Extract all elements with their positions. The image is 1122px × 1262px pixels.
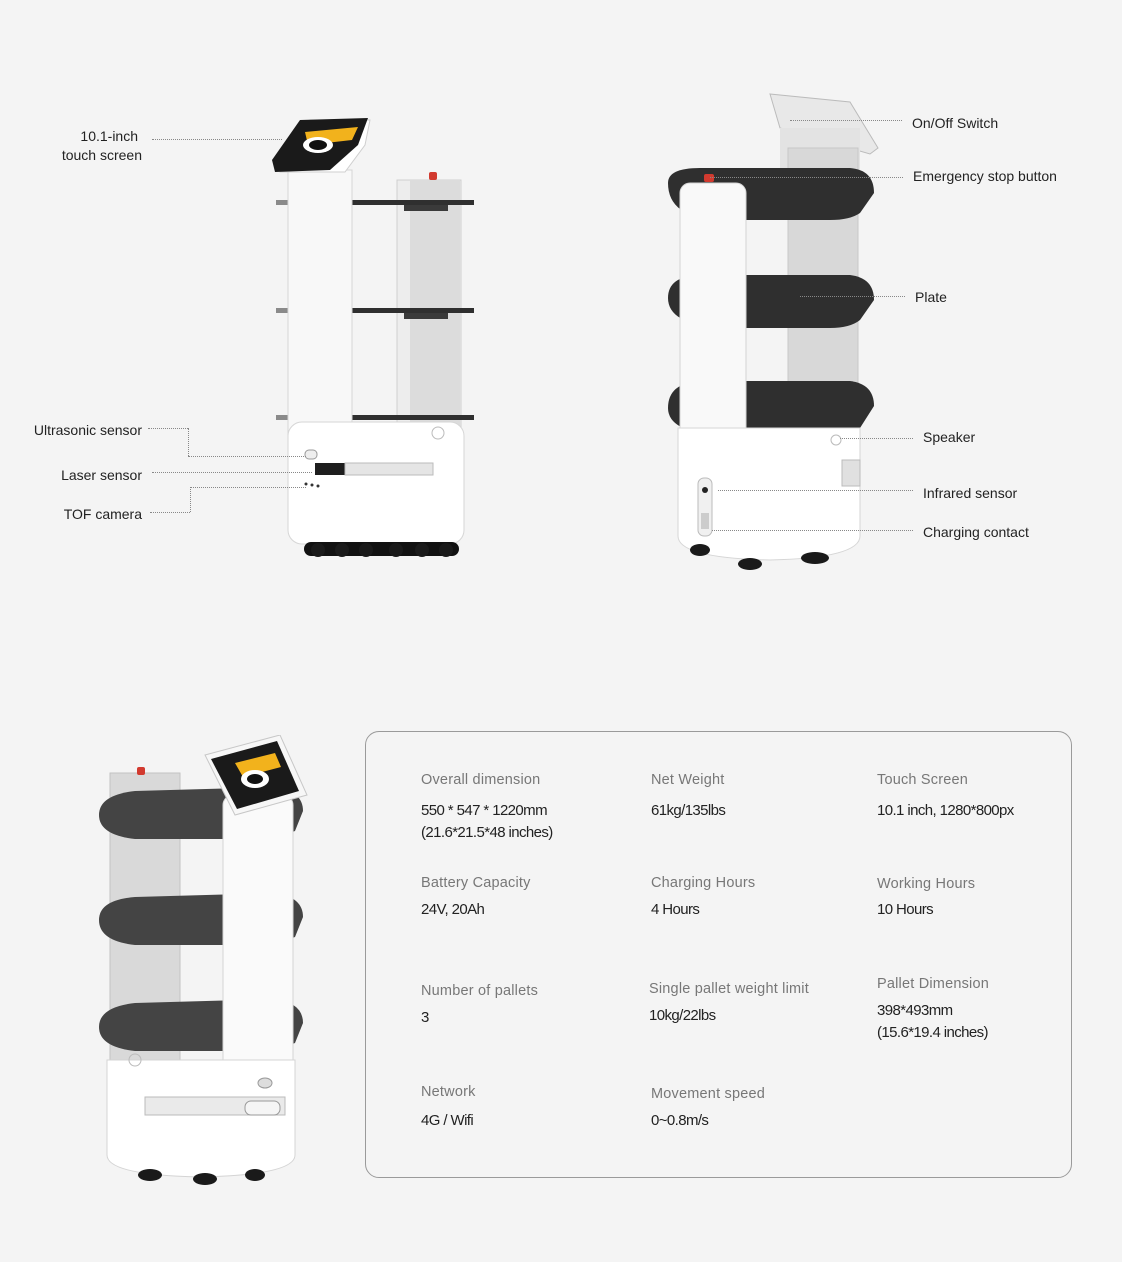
spec-touch-screen: Touch Screen 10.1 inch, 1280*800px xyxy=(877,772,1014,822)
on-off-switch-leader xyxy=(790,120,902,121)
spec-label: Single pallet weight limit xyxy=(649,981,809,997)
speaker-leader xyxy=(840,438,913,439)
touch-screen-label-line1: 10.1-inch xyxy=(80,128,138,144)
ultrasonic-sensor-label: Ultrasonic sensor xyxy=(33,422,142,438)
touch-screen-label: 10.1-inch xyxy=(30,127,138,146)
spec-single-pallet-weight-limit: Single pallet weight limit 10kg/22lbs xyxy=(649,981,809,1027)
ultrasonic-sensor-leader xyxy=(148,428,188,429)
spec-net-weight: Net Weight 61kg/135lbs xyxy=(651,772,726,822)
specifications-panel xyxy=(365,731,1072,1178)
emergency-stop-leader xyxy=(710,177,903,178)
laser-sensor-leader xyxy=(152,472,312,473)
spec-label: Number of pallets xyxy=(421,983,539,999)
spec-value: 10kg/22lbs xyxy=(649,1007,716,1024)
spec-value: 10 Hours xyxy=(877,901,934,918)
tray-middle xyxy=(352,308,474,313)
plate-label: Plate xyxy=(915,289,947,305)
ultrasonic-sensor xyxy=(304,449,318,460)
spec-label: Pallet Dimension xyxy=(877,976,989,992)
tray-bottom xyxy=(352,415,474,420)
spec-working-hours: Working Hours 10 Hours xyxy=(877,876,975,921)
spec-value: 0~0.8m/s xyxy=(651,1112,709,1129)
charging-contact-icon xyxy=(701,513,709,529)
spec-charging-hours: Charging Hours 4 Hours xyxy=(651,875,755,921)
tof-camera-label: TOF camera xyxy=(63,506,142,522)
spec-label: Movement speed xyxy=(651,1086,766,1102)
spec-value: 3 xyxy=(421,1009,429,1026)
spec-movement-speed: Movement speed 0~0.8m/s xyxy=(651,1086,765,1132)
on-off-switch-label: On/Off Switch xyxy=(912,115,999,131)
spec-pallet-dimension: Pallet Dimension 398*493mm (15.6*19.4 in… xyxy=(877,976,989,1044)
speaker-grille-icon xyxy=(431,426,445,440)
spec-label: Working Hours xyxy=(877,876,976,892)
infrared-sensor-label: Infrared sensor xyxy=(923,485,1018,501)
robot-rear-view xyxy=(668,93,879,570)
robot-perspective-view xyxy=(99,735,308,1185)
spec-overall-dimension: Overall dimension 550 * 547 * 1220mm (21… xyxy=(421,772,553,844)
touch-screen-leader xyxy=(152,139,282,140)
tof-camera xyxy=(304,482,320,488)
emergency-stop-icon xyxy=(429,172,437,180)
spec-value: 398*493mm (15.6*19.4 inches) xyxy=(877,1002,989,1041)
spec-label: Touch Screen xyxy=(877,772,969,788)
spec-battery-capacity: Battery Capacity 24V, 20Ah xyxy=(421,875,531,921)
touch-screen-label-line2: touch screen xyxy=(61,147,142,163)
spec-number-of-pallets: Number of pallets 3 xyxy=(421,983,538,1029)
laser-sensor xyxy=(315,463,345,475)
spec-value: 550 * 547 * 1220mm (21.6*21.5*48 inches) xyxy=(421,802,553,841)
laser-sensor-label: Laser sensor xyxy=(61,467,142,483)
spec-label: Overall dimension xyxy=(421,772,541,788)
spec-value: 61kg/135lbs xyxy=(651,802,726,819)
speaker-icon-perspective xyxy=(128,1053,142,1067)
spec-network: Network 4G / Wifi xyxy=(421,1084,476,1132)
infrared-sensor-icon xyxy=(702,487,708,493)
tof-camera-leader-end xyxy=(190,487,306,488)
speaker-label: Speaker xyxy=(923,429,976,445)
ultrasonic-sensor-leader-vertical xyxy=(188,428,189,456)
spec-value: 10.1 inch, 1280*800px xyxy=(877,802,1014,819)
robot-side-view xyxy=(272,118,474,557)
plate-leader xyxy=(800,296,905,297)
spec-label: Charging Hours xyxy=(651,875,756,891)
spec-value: 4 Hours xyxy=(651,901,700,918)
spec-label: Network xyxy=(421,1084,476,1100)
spec-value: 24V, 20Ah xyxy=(421,901,485,918)
emergency-stop-icon-rear xyxy=(137,767,145,775)
tof-camera-leader-vertical xyxy=(190,487,191,512)
spec-label: Net Weight xyxy=(651,772,725,788)
tray-top xyxy=(352,200,474,205)
emergency-stop-label: Emergency stop button xyxy=(913,168,1057,184)
charging-contact-label: Charging contact xyxy=(923,524,1029,540)
charging-contact-leader xyxy=(712,530,913,531)
spec-value: 4G / Wifi xyxy=(421,1112,474,1129)
infrared-sensor-leader xyxy=(718,490,913,491)
tof-camera-leader xyxy=(150,512,190,513)
ultrasonic-sensor-leader-end xyxy=(188,456,306,457)
emergency-stop-button-icon xyxy=(704,174,714,182)
speaker-icon xyxy=(830,434,842,446)
spec-label: Battery Capacity xyxy=(421,875,531,891)
